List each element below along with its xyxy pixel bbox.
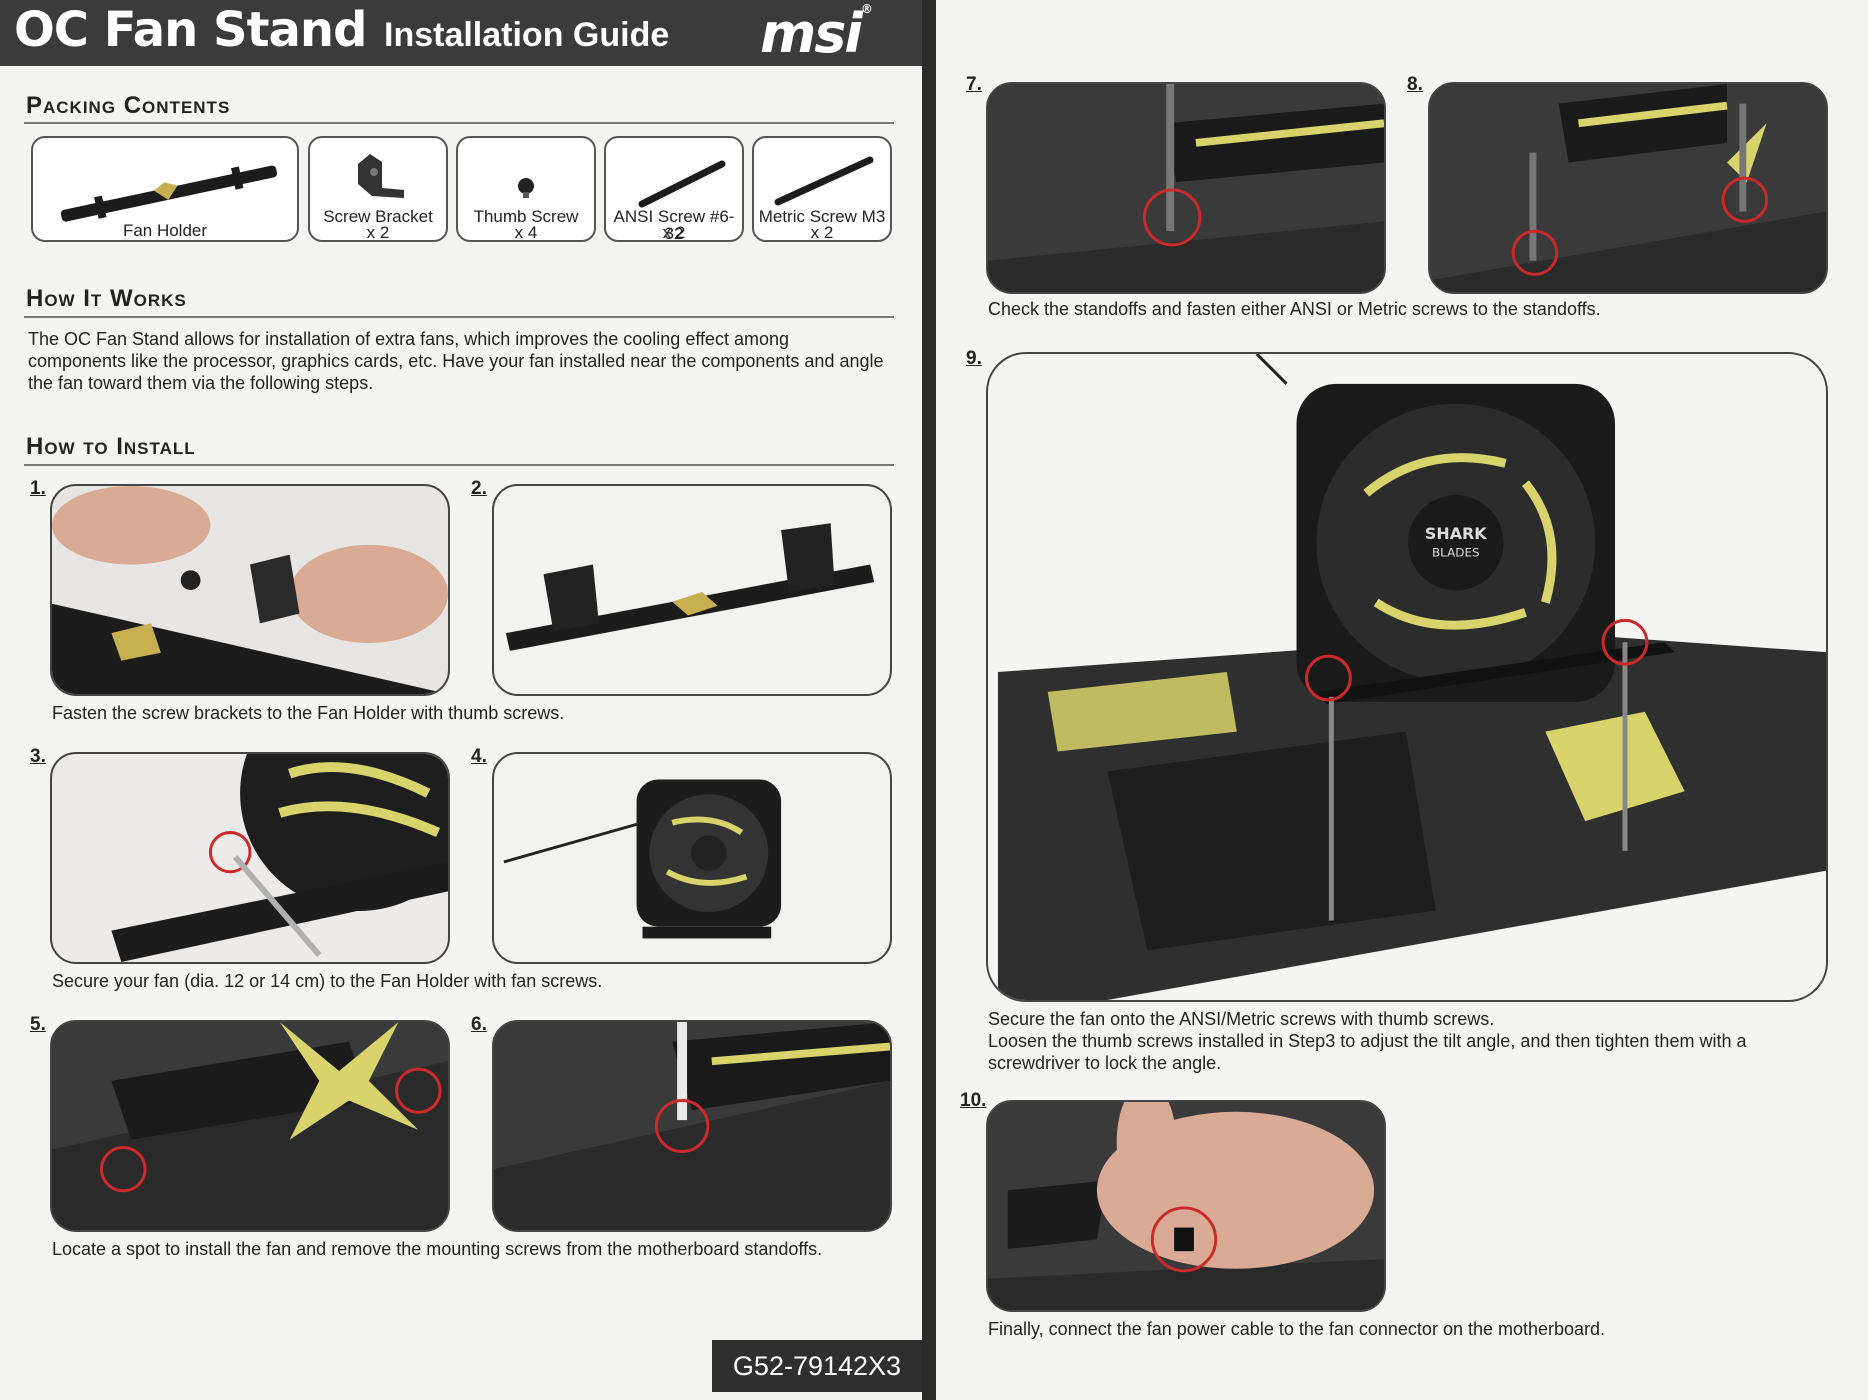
step-number-5: 5. [30, 1014, 46, 1035]
step-8-image [1430, 84, 1826, 292]
step-8-photo [1428, 82, 1828, 294]
caption-steps-1-2: Fasten the screw brackets to the Fan Hol… [52, 703, 565, 723]
step-6-image [494, 1022, 890, 1230]
step-5-photo [50, 1020, 450, 1232]
part-code: G52-79142X3 [712, 1340, 922, 1392]
pack-item-name: Fan Holder [122, 221, 208, 240]
step-number-4: 4. [471, 746, 487, 767]
step-1-image [52, 486, 448, 694]
logo-text: msi [760, 2, 863, 65]
registered-mark: ® [860, 2, 873, 16]
msi-logo: msi® [760, 2, 873, 65]
pack-item-thumb-screw: Thumb Screw x 4 [456, 136, 596, 242]
pack-item-screw-bracket: Screw Bracket x 2 [308, 136, 448, 242]
step-number-2: 2. [471, 478, 487, 499]
caption-steps-7-8: Check the standoffs and fasten either AN… [988, 299, 1601, 319]
pack-item-metric-screw: Metric Screw M3 x 2 [752, 136, 892, 242]
step-4-photo [492, 752, 892, 964]
pack-item-name: Metric Screw M3 [758, 207, 886, 226]
how-to-install-heading: How to Install [26, 433, 196, 460]
step-6-photo [492, 1020, 892, 1232]
how-it-works-text: The OC Fan Stand allows for installation… [28, 329, 884, 393]
guide-subtitle: Installation Guide [384, 16, 670, 54]
screw-bracket-illustration [358, 154, 404, 198]
step-number-10: 10. [960, 1090, 987, 1111]
header-bar: OC Fan Stand Installation Guide msi® [0, 0, 922, 66]
step-5-image [52, 1022, 448, 1230]
pack-item-qty: x 4 [514, 223, 538, 242]
pack-item-ansi-screw: ANSI Screw #6-32 x 2 [604, 136, 744, 242]
step-number-9: 9. [966, 348, 982, 369]
step-number-1: 1. [30, 478, 46, 499]
step-10-image [988, 1102, 1384, 1310]
pack-item-qty: x 2 [366, 223, 390, 242]
how-it-works-heading: How It Works [26, 285, 187, 312]
step-9-photo: SHARK BLADES [986, 352, 1828, 1002]
step-4-image [503, 779, 782, 939]
pack-item-name: Screw Bracket [323, 207, 433, 226]
caption-steps-3-4: Secure your fan (dia. 12 or 14 cm) to th… [52, 971, 603, 991]
step-9-image: SHARK BLADES [997, 354, 1826, 1000]
caption-step-10: Finally, connect the fan power cable to … [988, 1319, 1606, 1339]
left-page: OC Fan Stand Installation Guide msi® Pac… [0, 0, 922, 1400]
step-10-photo [986, 1100, 1386, 1312]
step-number-7: 7. [966, 74, 982, 95]
step-2-photo [492, 484, 892, 696]
guide-title: OC Fan Stand [14, 2, 367, 58]
caption-step-9a: Secure the fan onto the ANSI/Metric scre… [988, 1009, 1495, 1029]
pack-item-fan-holder: Fan Holder [31, 136, 299, 242]
step-7-image [988, 84, 1384, 292]
packing-rule [24, 122, 894, 124]
packing-heading: Packing Contents [26, 92, 231, 119]
caption-steps-5-6: Locate a spot to install the fan and rem… [52, 1239, 823, 1259]
pack-item-name: Thumb Screw [473, 207, 579, 226]
right-page: 7. 8. Check the standoffs and fasten eit… [936, 0, 1868, 1400]
metric-screw-illustration [774, 156, 874, 206]
fan-brand-line1: SHARK [1425, 524, 1487, 543]
step-3-photo [50, 752, 450, 964]
ansi-screw-illustration [638, 160, 726, 208]
pack-item-qty: x 2 [810, 223, 834, 242]
pack-item-qty: x 2 [662, 223, 686, 242]
step-1-photo [50, 484, 450, 696]
how-it-works-rule [24, 316, 894, 318]
step-number-8: 8. [1407, 74, 1423, 95]
step-2-image [505, 523, 875, 651]
how-to-install-rule [24, 464, 894, 466]
step-7-photo [986, 82, 1386, 294]
step-3-image [111, 754, 448, 962]
step-number-6: 6. [471, 1014, 487, 1035]
fan-holder-illustration [60, 165, 278, 222]
caption-step-9b: Loosen the thumb screws installed in Ste… [988, 1031, 1747, 1073]
fan-brand-line2: BLADES [1432, 546, 1480, 560]
pack-item-name: ANSI Screw #6-32 [613, 207, 735, 243]
step-number-3: 3. [30, 746, 46, 767]
thumb-screw-illustration [518, 178, 534, 198]
